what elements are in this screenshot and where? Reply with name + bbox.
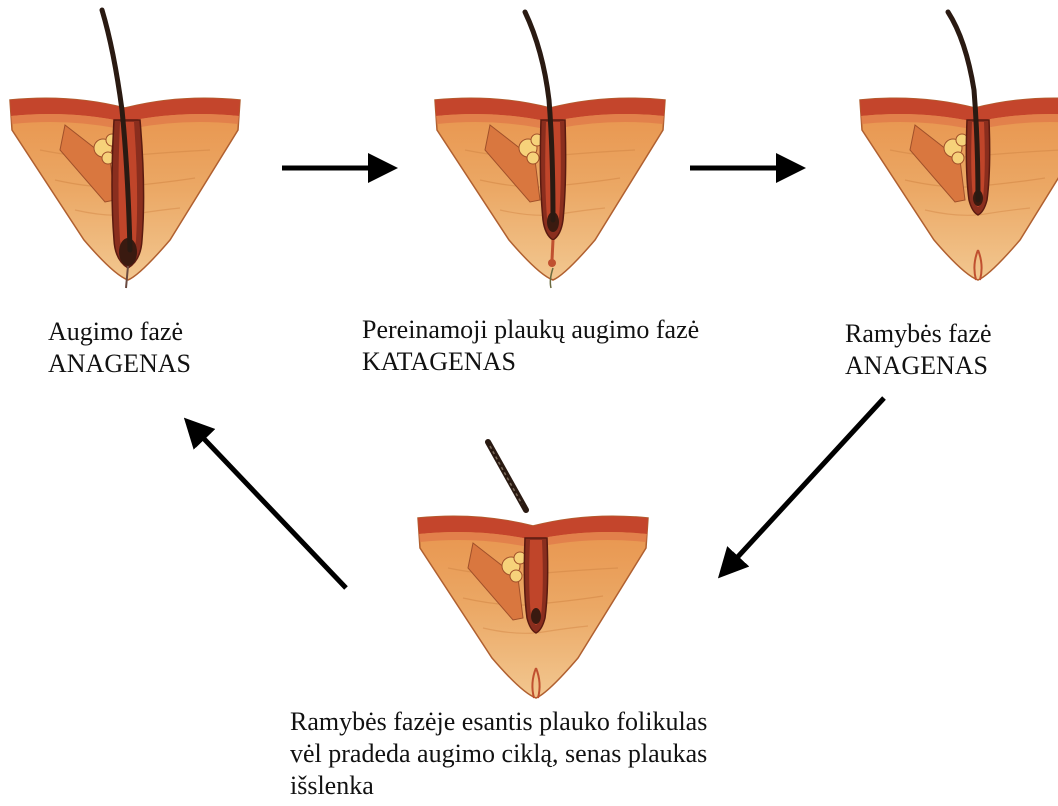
caption-exogen: Ramybės fazėje esantis plauko folikulas … [290,706,707,802]
caption-telogen-line1: Ramybės fazė [845,318,992,350]
caption-anagen: Augimo fazė ANAGENAS [48,316,191,380]
anagen-illustration [10,10,240,288]
caption-exogen-line3: išslenka [290,770,707,802]
caption-catagen-line1: Pereinamoji plaukų augimo fazė [362,314,699,346]
caption-catagen: Pereinamoji plaukų augimo fazė KATAGENAS [362,314,699,378]
catagen-illustration [435,12,665,288]
arrow-telogen-to-exogen [722,398,884,574]
telogen-illustration [860,12,1058,280]
caption-telogen: Ramybės fazė ANAGENAS [845,318,992,382]
arrow-exogen-to-anagen [188,422,346,588]
caption-exogen-line1: Ramybės fazėje esantis plauko folikulas [290,706,707,738]
caption-anagen-line1: Augimo fazė [48,316,191,348]
exogen-illustration [418,442,648,698]
caption-catagen-line2: KATAGENAS [362,346,699,378]
caption-telogen-line2: ANAGENAS [845,350,992,382]
caption-anagen-line2: ANAGENAS [48,348,191,380]
caption-exogen-line2: vėl pradeda augimo ciklą, senas plaukas [290,738,707,770]
